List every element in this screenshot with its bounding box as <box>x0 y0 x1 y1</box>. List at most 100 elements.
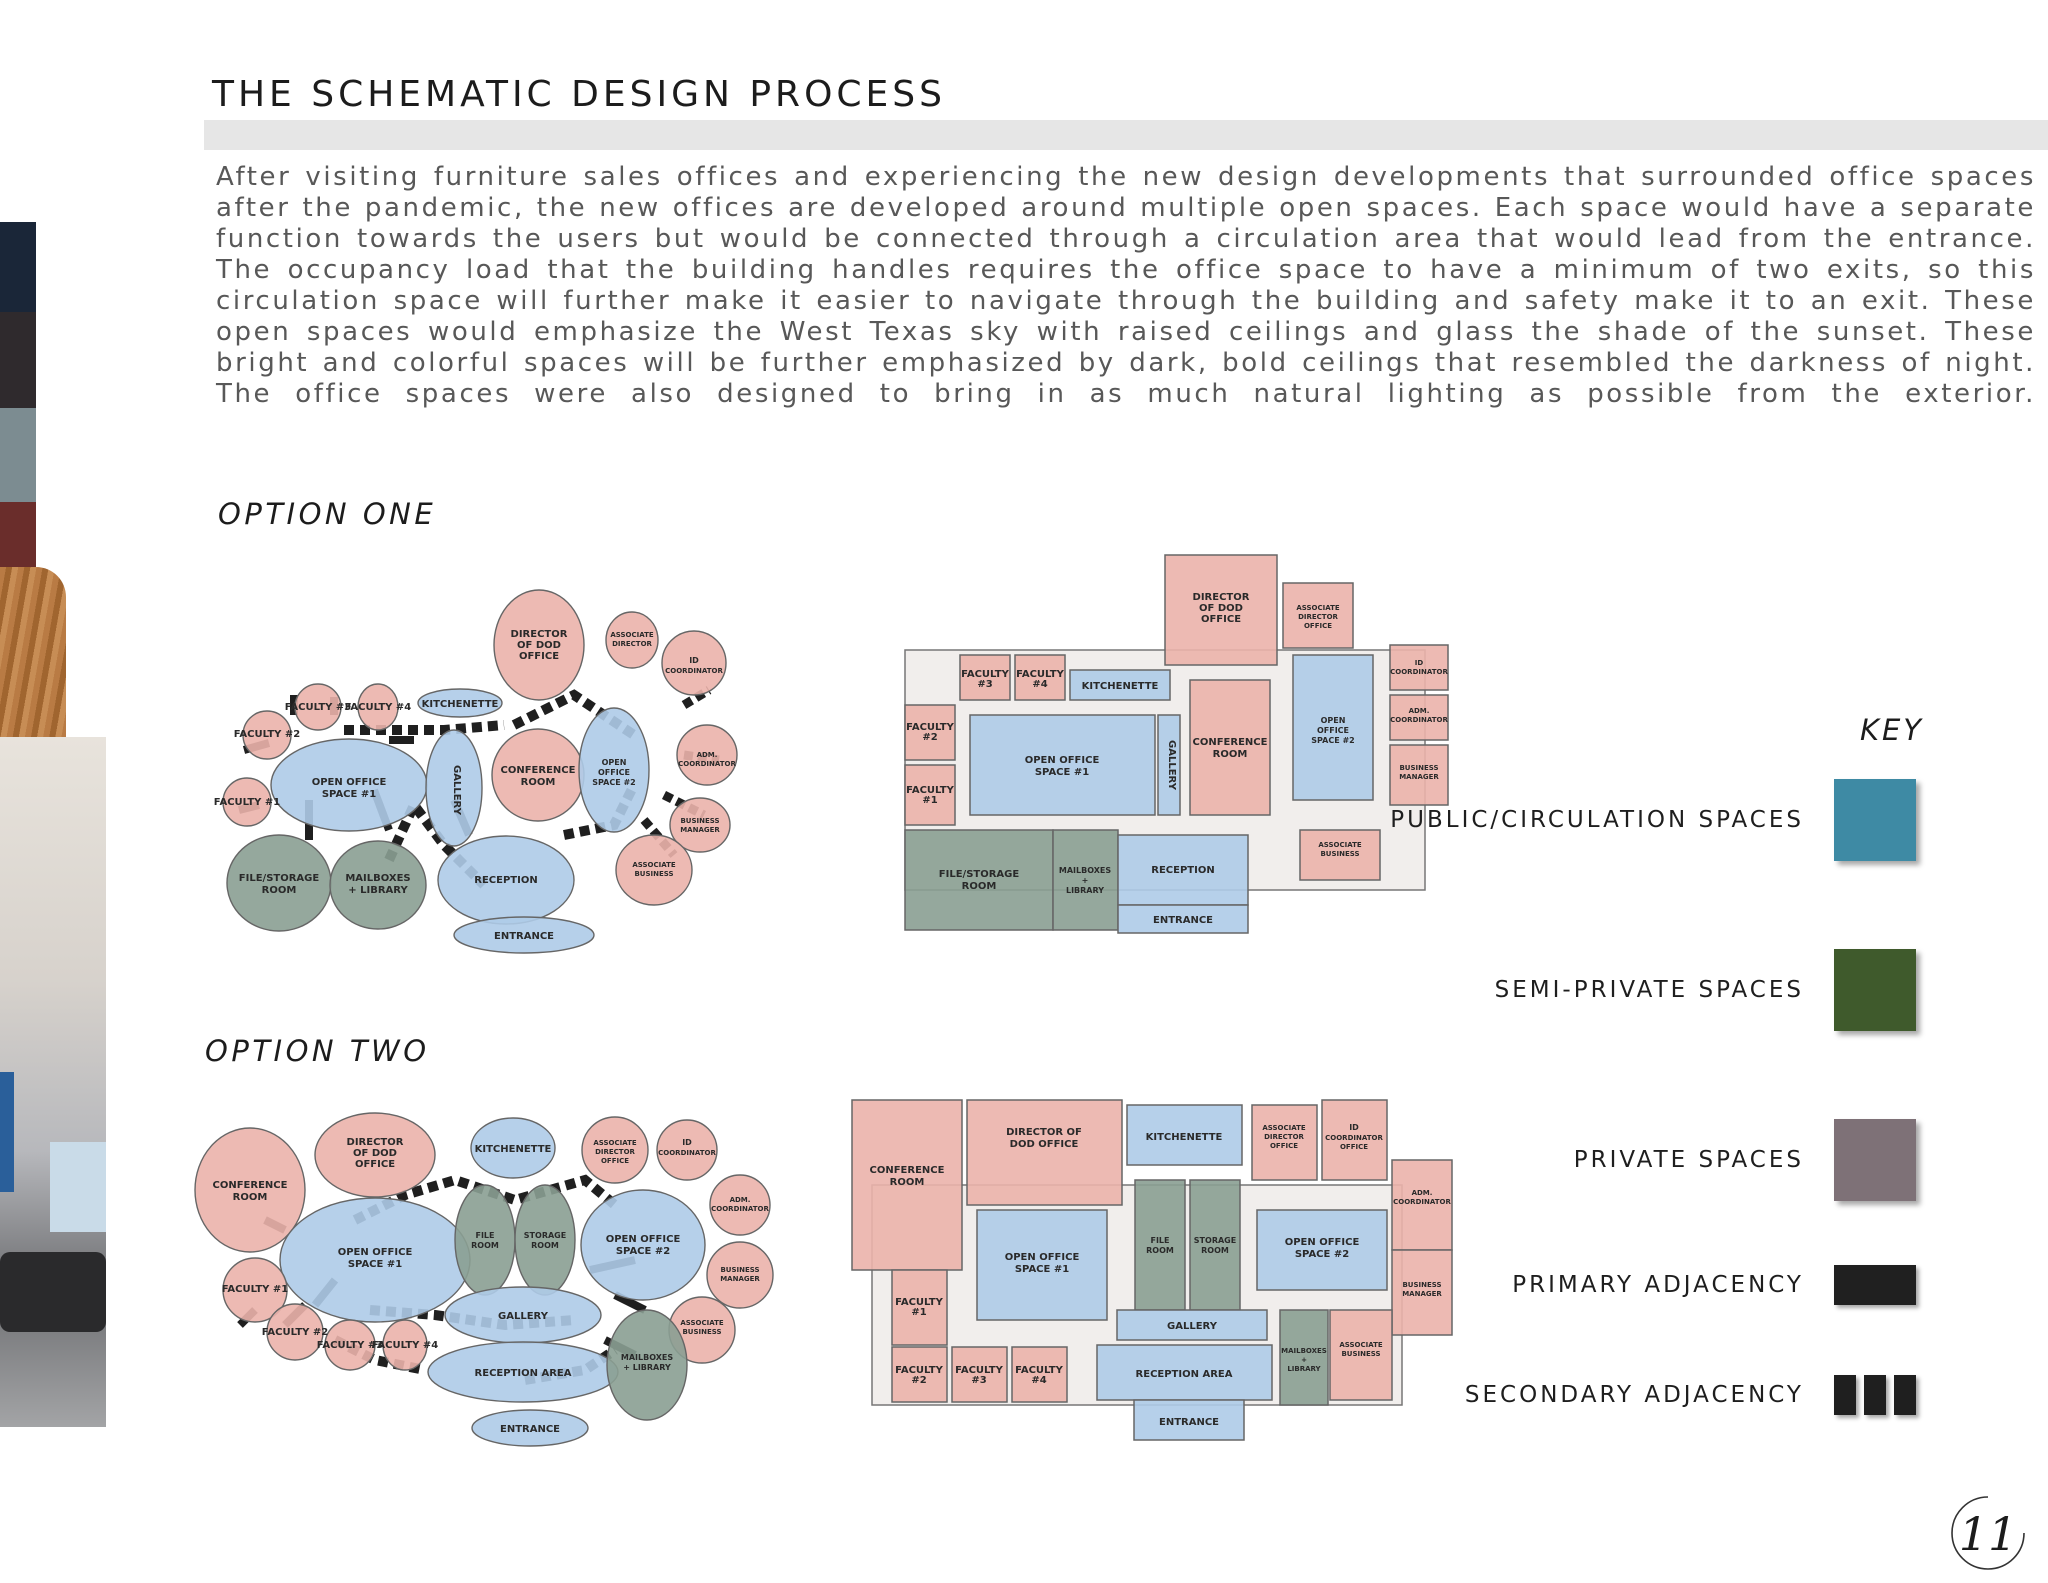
bubble-director-office <box>314 1112 436 1198</box>
block-business-manager <box>1391 1249 1453 1336</box>
bubble-id-coordinator <box>661 630 727 696</box>
svg-text:ENTRANCE: ENTRANCE <box>500 1424 560 1435</box>
block-director-office <box>966 1099 1123 1206</box>
bubble-associate-director <box>605 611 659 669</box>
svg-text:FACULTY #2: FACULTY #2 <box>234 729 301 740</box>
page-number-circle <box>1951 1496 2025 1570</box>
block-reception <box>1117 834 1249 906</box>
bubbles <box>222 589 738 954</box>
block-mailboxes <box>1279 1309 1329 1406</box>
svg-text:FACULTY#1: FACULTY#1 <box>895 1297 943 1318</box>
svg-text:FACULTY #3: FACULTY #3 <box>317 1340 384 1351</box>
semi-private-swatch <box>1834 949 1916 1031</box>
bubble-faculty-1 <box>222 1257 288 1323</box>
key-item-private: PRIVATE SPACES <box>1356 1115 1916 1205</box>
bubble-associate-business <box>615 834 693 906</box>
block-business-manager <box>1389 744 1449 806</box>
block-associate-director <box>1251 1104 1318 1181</box>
svg-text:FACULTY #4: FACULTY #4 <box>372 1340 439 1351</box>
left-decor-strip <box>0 222 106 1427</box>
block-director-office <box>1164 554 1278 666</box>
bubble-adm-coordinator <box>676 724 738 786</box>
bubble-kitchenette <box>470 1117 556 1179</box>
block-id-coordinator <box>1389 644 1449 691</box>
page-number: 11 <box>1948 1493 2028 1573</box>
svg-text:MAILBOXES+ LIBRARY: MAILBOXES+ LIBRARY <box>621 1353 673 1372</box>
key-label: SEMI-PRIVATE SPACES <box>1494 977 1804 1003</box>
block-faculty-3 <box>959 654 1011 701</box>
block-faculty-1 <box>904 764 956 826</box>
block-gallery <box>1157 714 1181 816</box>
svg-text:FACULTY#2: FACULTY#2 <box>906 722 954 743</box>
block-gallery <box>1116 1309 1268 1341</box>
svg-text:FACULTY #4: FACULTY #4 <box>345 702 412 713</box>
svg-text:GALLERY: GALLERY <box>1167 1321 1218 1332</box>
svg-text:FACULTY #1: FACULTY #1 <box>222 1284 289 1295</box>
bubble-faculty-3 <box>324 1319 376 1371</box>
svg-text:ADM.COORDINATOR: ADM.COORDINATOR <box>678 751 736 768</box>
bubble-faculty-3 <box>294 683 342 731</box>
svg-text:GALLERY: GALLERY <box>498 1311 549 1322</box>
block-storage-room <box>1189 1179 1241 1311</box>
block-mailboxes <box>1052 829 1119 931</box>
block-open-office-1 <box>969 714 1156 816</box>
key-label: SECONDARY ADJACENCY <box>1464 1382 1804 1408</box>
key-label: PRIMARY ADJACENCY <box>1512 1272 1804 1298</box>
bubble-conference <box>194 1127 306 1253</box>
bubble-faculty-1 <box>222 777 272 827</box>
svg-text:GALLERY: GALLERY <box>451 765 462 816</box>
primary-adjacency-symbol <box>1834 1265 1916 1305</box>
svg-text:MAILBOXES+ LIBRARY: MAILBOXES+ LIBRARY <box>345 873 410 896</box>
svg-text:KITCHENETTE: KITCHENETTE <box>422 699 499 710</box>
bubble-file-room <box>454 1184 516 1296</box>
private-swatch <box>1834 1119 1916 1201</box>
svg-text:GALLERY: GALLERY <box>1166 740 1177 791</box>
key-label: PUBLIC/CIRCULATION SPACES <box>1390 807 1804 833</box>
intro-paragraph: After visiting furniture sales offices a… <box>216 162 2036 409</box>
svg-text:ADM.COORDINATOR: ADM.COORDINATOR <box>711 1196 769 1213</box>
svg-text:RECEPTION AREA: RECEPTION AREA <box>475 1368 572 1379</box>
block-faculty-2 <box>904 704 956 761</box>
bubble-entrance <box>453 916 595 954</box>
svg-text:FACULTY#2: FACULTY#2 <box>895 1365 943 1386</box>
svg-text:FACULTY#4: FACULTY#4 <box>1016 669 1064 690</box>
bubble-faculty-2 <box>266 1303 324 1361</box>
block-id-coordinator <box>1321 1099 1388 1181</box>
block-file-storage <box>904 829 1054 931</box>
block-kitchenette <box>1069 669 1171 701</box>
svg-text:ENTRANCE: ENTRANCE <box>1153 915 1213 926</box>
page-title: THE SCHEMATIC DESIGN PROCESS <box>212 74 946 115</box>
